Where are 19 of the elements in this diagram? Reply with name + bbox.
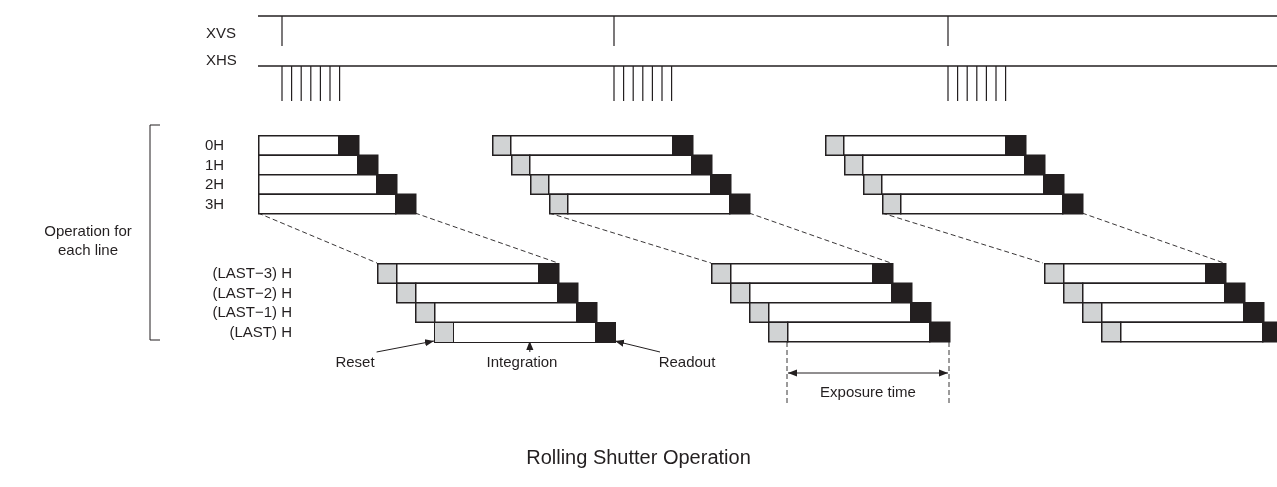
- annotation-label: Readout: [657, 352, 717, 372]
- annotation-label: Reset: [328, 352, 382, 372]
- row-label: 3H: [205, 193, 226, 213]
- row-label: (LAST−3) H: [211, 263, 292, 282]
- row-label: 0H: [205, 135, 226, 154]
- row-label: 2H: [205, 174, 226, 193]
- dimension-label: Exposure time: [819, 382, 917, 401]
- signal-name: XVS: [206, 23, 237, 42]
- row-label: (LAST) H: [228, 321, 292, 341]
- signal-name: XHS: [206, 50, 238, 69]
- leader-arrow: [614, 339, 661, 353]
- row-label: 1H: [205, 154, 226, 174]
- annotation-label: Integration: [466, 352, 578, 372]
- leader-arrow: [376, 339, 435, 353]
- caption: Rolling Shutter Operation: [525, 445, 752, 470]
- row-label: (LAST−2) H: [211, 282, 292, 302]
- row-label: (LAST−1) H: [211, 302, 292, 321]
- readout-segment: [595, 321, 616, 343]
- axis-label: Operation for each line: [43, 221, 133, 259]
